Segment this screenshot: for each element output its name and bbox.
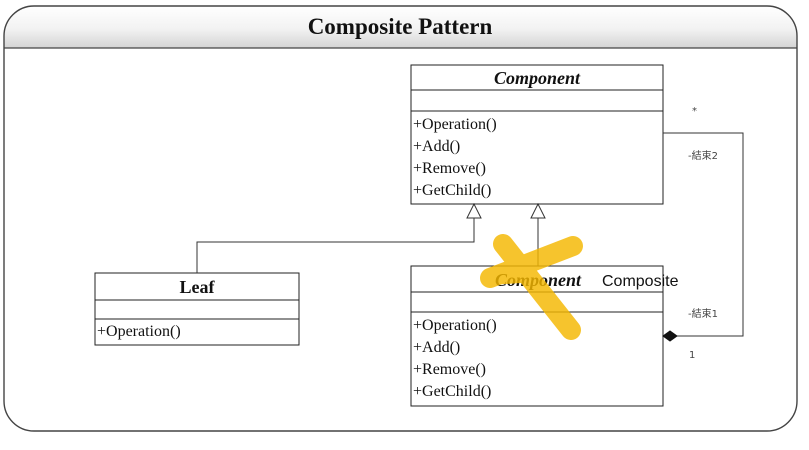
aggregation-diamond <box>662 330 678 342</box>
association-end1-label: -結束1 <box>688 307 718 320</box>
composite-remove: +Remove() <box>413 361 486 378</box>
leaf-class-name: Leaf <box>180 277 216 297</box>
leaf-operation: +Operation() <box>97 323 181 340</box>
composite-operation: +Operation() <box>413 317 497 334</box>
highlighter-cross-mark <box>480 234 583 340</box>
component-add: +Add() <box>413 138 460 155</box>
composite-annotation: Composite <box>602 273 679 290</box>
component-getchild: +GetChild() <box>413 182 491 199</box>
leaf-generalization-arrow <box>196 202 482 273</box>
frame-header <box>4 6 797 48</box>
composite-add: +Add() <box>413 339 460 356</box>
aggregation-association: * -結束2 -結束1 1 <box>662 106 744 361</box>
component-remove: +Remove() <box>413 160 486 177</box>
component-class-name: Component <box>494 68 581 88</box>
component-operation: +Operation() <box>413 116 497 133</box>
association-end1-multiplicity: 1 <box>689 350 695 361</box>
composite-getchild: +GetChild() <box>413 383 491 400</box>
association-end2-multiplicity: * <box>692 106 697 117</box>
component-class-box[interactable]: Component +Operation() +Add() +Remove() … <box>410 64 664 205</box>
association-end2-label: -結束2 <box>688 149 718 162</box>
frame-title: Composite Pattern <box>308 14 493 39</box>
leaf-class-box[interactable]: Leaf +Operation() <box>94 272 300 346</box>
diagram-frame: Composite Pattern <box>3 5 798 432</box>
